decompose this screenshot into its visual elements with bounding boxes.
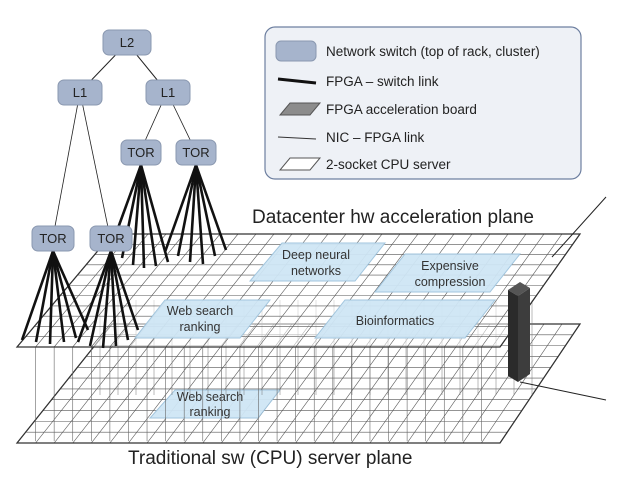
expensive-compression-region [373,253,522,293]
legend-label-cpu-server: 2-socket CPU server [326,157,451,172]
switch-tor-lower-right-label: TOR [97,231,124,246]
legend-label-fpga-board: FPGA acceleration board [326,102,477,117]
switch-tor-upper-right-label: TOR [182,145,209,160]
web-search-upper-label-2: ranking [180,320,221,334]
deep-neural-label-1: Deep neural [282,248,350,262]
dark-parallelogram-icon [278,102,322,116]
web-search-ranking-upper-region [133,299,272,339]
plane-edge-line-lower [519,381,607,401]
switch-tor-upper-right: TOR [175,139,217,166]
bioinformatics-region [313,299,497,339]
white-parallelogram-icon [278,157,322,171]
switch-l1-left: L1 [57,79,103,106]
deep-neural-networks-region [248,242,387,282]
legend-label-nic-fpga: NIC – FPGA link [326,130,425,145]
legend: Network switch (top of rack, cluster) FP… [264,26,582,180]
switch-tor-lower-left-label: TOR [39,231,66,246]
acceleration-plane-title: Datacenter hw acceleration plane [252,207,534,228]
switch-tor-lower-left: TOR [31,225,75,252]
bioinformatics-label: Bioinformatics [356,314,435,328]
network-switch-swatch-icon [275,40,317,62]
thick-line-icon [277,77,317,85]
server-plane-title: Traditional sw (CPU) server plane [128,448,412,469]
rack-pillar [508,282,530,382]
expensive-label-1: Expensive [421,259,479,273]
switch-l1-left-label: L1 [73,85,87,100]
web-search-lower-label-2: ranking [190,405,231,419]
acceleration-plane: Deep neural networks Expensive compressi… [15,233,582,348]
switch-tor-upper-left: TOR [120,139,162,166]
switch-l2: L2 [102,29,152,56]
legend-box [264,26,582,180]
plane-edge-line-upper [551,196,607,258]
switch-l1-right-label: L1 [161,85,175,100]
switch-l2-label: L2 [120,35,134,50]
switch-tor-upper-left-label: TOR [127,145,154,160]
web-search-upper-label-1: Web search [167,304,234,318]
deep-neural-label-2: networks [291,264,341,278]
legend-label-fpga-switch: FPGA – switch link [326,74,439,89]
switch-l1-right: L1 [145,79,191,106]
expensive-label-2: compression [415,275,486,289]
fpga-switch-links [20,164,228,349]
legend-label-switch: Network switch (top of rack, cluster) [326,44,540,59]
thin-line-icon [277,136,317,140]
switch-tor-lower-right: TOR [89,225,133,252]
web-search-lower-label-1: Web search [177,390,244,404]
web-search-ranking-lower-region [148,389,282,419]
